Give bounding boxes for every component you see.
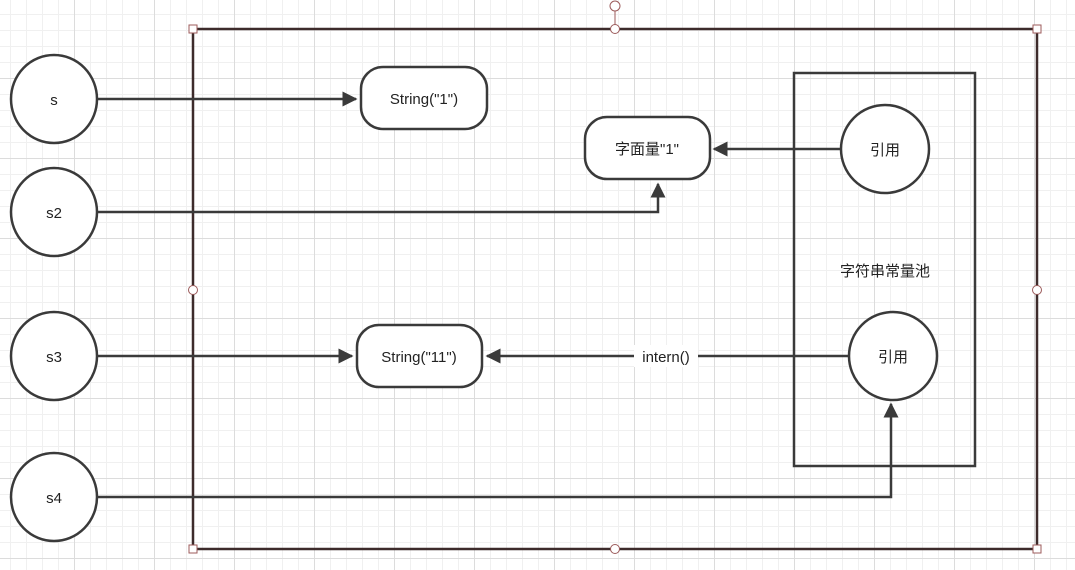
resize-handle-right[interactable] — [1032, 285, 1042, 295]
string-1-label: String("1") — [390, 91, 458, 108]
string-pool-box[interactable] — [792, 71, 977, 468]
resize-handle-top-left[interactable] — [188, 24, 198, 34]
resize-handle-bottom[interactable] — [610, 544, 620, 554]
string-11-label: String("11") — [381, 349, 456, 366]
intern-label-bg — [634, 345, 698, 367]
variable-s2-node[interactable] — [9, 166, 99, 258]
variable-s3-label: s3 — [46, 349, 62, 366]
string-pool-title: 字符串常量池 — [840, 263, 930, 280]
resize-handle-top-right[interactable] — [1032, 24, 1042, 34]
edge-s4-to-ref[interactable] — [97, 402, 899, 499]
pool-ref-bottom-label: 引用 — [878, 349, 908, 366]
variable-s4-node[interactable] — [9, 451, 99, 543]
string-11-node[interactable] — [355, 323, 484, 389]
pool-ref-bottom-node[interactable] — [847, 310, 939, 402]
rotate-handle[interactable] — [609, 0, 621, 12]
variable-s-label: s — [50, 92, 58, 109]
resize-handle-top[interactable] — [610, 24, 620, 34]
selection-frame[interactable] — [191, 27, 1039, 551]
variable-s4-label: s4 — [46, 490, 62, 507]
variable-s2-label: s2 — [46, 205, 62, 222]
pool-ref-top-label: 引用 — [870, 142, 900, 159]
literal-1-label: 字面量"1" — [615, 141, 679, 158]
edge-s2-to-literal-1[interactable] — [97, 182, 666, 214]
string-1-node[interactable] — [359, 65, 489, 131]
resize-handle-left[interactable] — [188, 285, 198, 295]
resize-handle-bottom-right[interactable] — [1032, 544, 1042, 554]
variable-s-node[interactable] — [9, 53, 99, 145]
literal-1-node[interactable] — [583, 115, 712, 181]
intern-label: intern() — [642, 349, 690, 366]
pool-ref-top-node[interactable] — [839, 103, 931, 195]
variable-s3-node[interactable] — [9, 310, 99, 402]
resize-handle-bottom-left[interactable] — [188, 544, 198, 554]
